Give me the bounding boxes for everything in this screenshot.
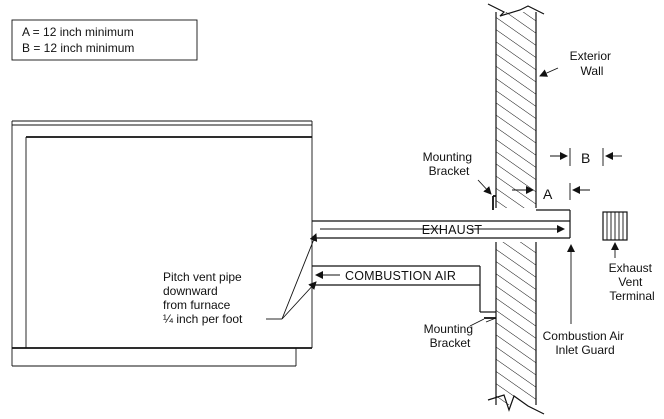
- inlet-guard-callout: Combustion Air Inlet Guard: [543, 244, 628, 357]
- exhaust-label: EXHAUST: [422, 223, 483, 237]
- exhaust-terminal-label: Exhaust Vent Terminal: [609, 261, 656, 303]
- legend-line-b: B = 12 inch minimum: [22, 41, 134, 55]
- dim-a-label: A: [543, 186, 553, 202]
- mounting-bracket-bottom-label: Mounting Bracket: [424, 322, 477, 350]
- furnace-cabinet: [11, 120, 313, 367]
- mounting-bracket-top: [477, 179, 496, 210]
- mounting-bracket-top-label: Mounting Bracket: [423, 150, 476, 178]
- exhaust-terminal-callout: Exhaust Vent Terminal: [609, 242, 656, 303]
- mounting-bracket-bottom: [484, 317, 497, 323]
- dimension-a: A: [512, 183, 590, 202]
- exterior-wall-label: Exterior Wall: [570, 49, 615, 78]
- combustion-air-label: COMBUSTION AIR: [345, 269, 456, 283]
- combustion-air-pipe: COMBUSTION AIR: [312, 265, 496, 313]
- exhaust-vent-terminal: [602, 211, 628, 241]
- pitch-note-label: Pitch vent pipe downward from furnace ¼ …: [163, 270, 245, 326]
- pitch-note: Pitch vent pipe downward from furnace ¼ …: [163, 233, 318, 326]
- inlet-guard-label: Combustion Air Inlet Guard: [543, 329, 628, 357]
- exhaust-pipe: EXHAUST: [312, 209, 571, 239]
- exterior-wall: [487, 3, 545, 415]
- legend-box: A = 12 inch minimum B = 12 inch minimum: [11, 19, 198, 61]
- dim-b-label: B: [581, 150, 590, 166]
- legend-line-a: A = 12 inch minimum: [22, 25, 134, 39]
- exterior-wall-callout: Exterior Wall: [539, 49, 615, 78]
- dimension-b: B: [550, 148, 622, 166]
